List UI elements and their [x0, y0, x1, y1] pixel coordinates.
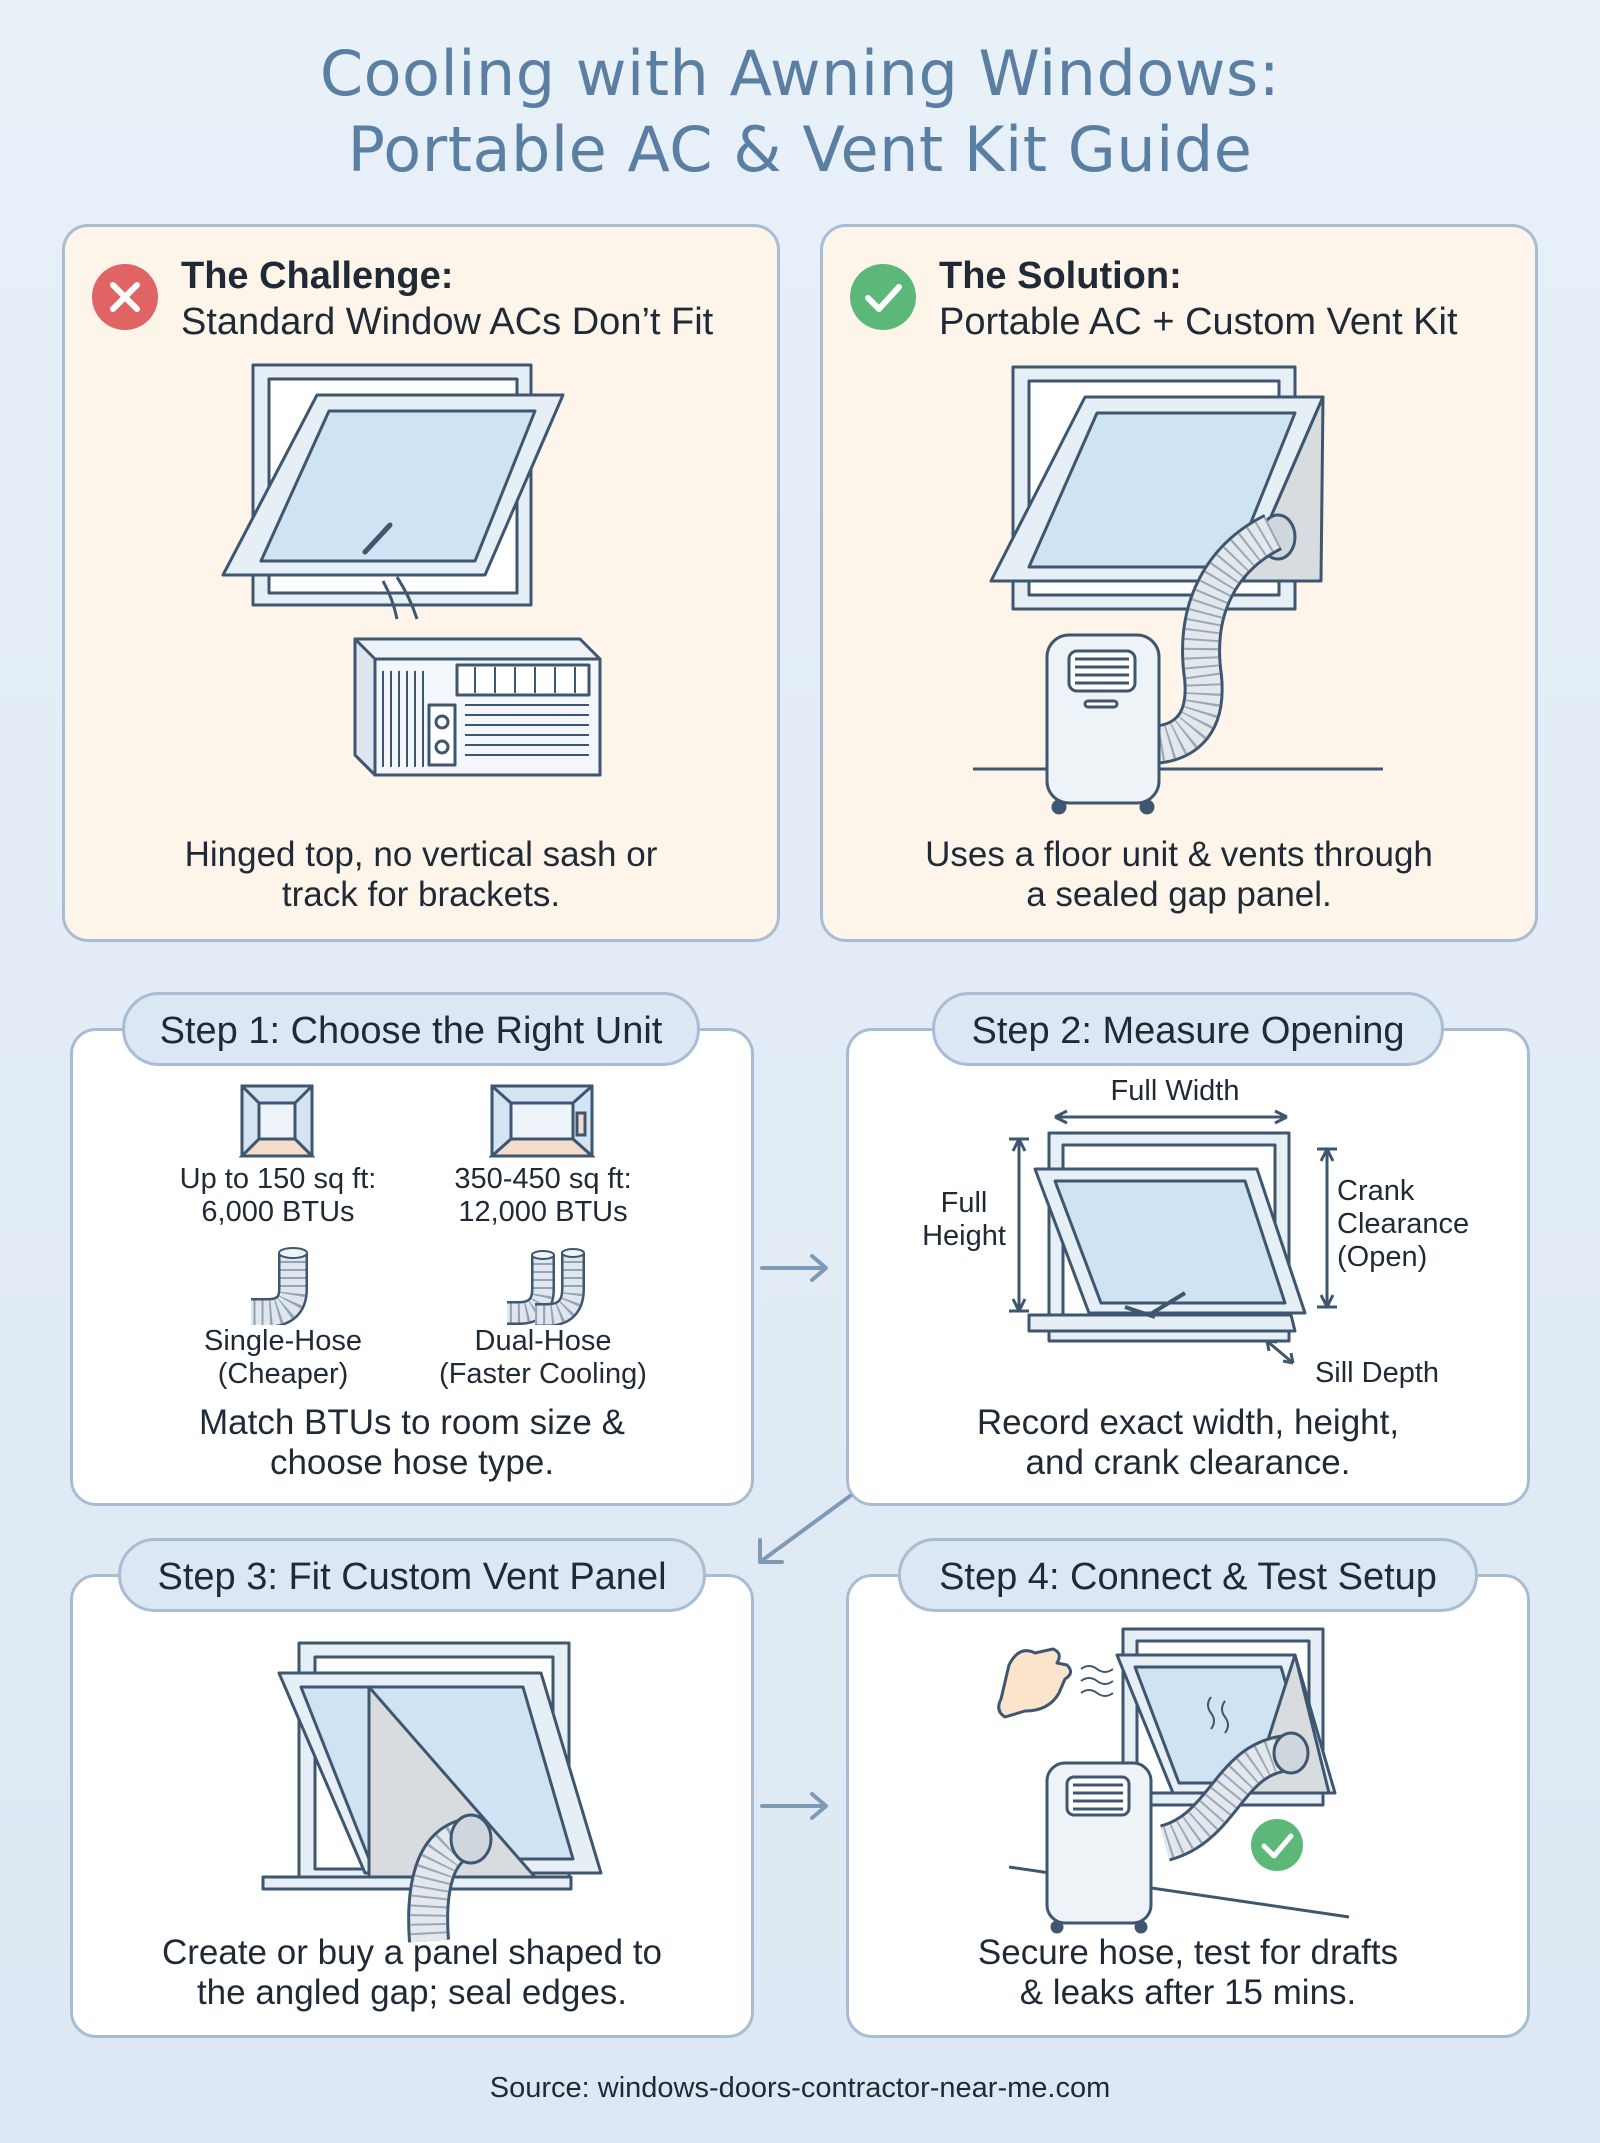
sill-depth-label: Sill Depth	[1314, 1357, 1440, 1389]
small-room-btu: 6,000 BTUs	[201, 1196, 355, 1228]
arrow-step1-to-step2	[760, 1254, 828, 1282]
solution-subheading: Portable AC + Custom Vent Kit	[939, 301, 1458, 343]
solution-heading: The Solution:	[939, 255, 1182, 297]
portable-ac-with-vent-kit-illustration	[973, 365, 1383, 815]
step1-card: Up to 150 sq ft: 6,000 BTUs 350-450 sq f…	[70, 1028, 754, 1506]
step2-caption-line-2: and crank clearance.	[1025, 1443, 1351, 1482]
solution-header: The Solution: Portable AC + Custom Vent …	[939, 253, 1458, 345]
large-room-btu: 12,000 BTUs	[458, 1196, 628, 1228]
small-room-icon	[239, 1084, 315, 1158]
awning-window-with-window-ac-illustration	[221, 363, 602, 777]
single-hose-label: Single-Hose (Cheaper)	[163, 1325, 403, 1391]
measure-opening-diagram	[1009, 1109, 1337, 1365]
full-width-label: Full Width	[1110, 1075, 1240, 1107]
challenge-caption-line-2: track for brackets.	[281, 875, 561, 914]
step3-caption-line-1: Create or buy a panel shaped to	[161, 1933, 663, 1972]
x-circle-icon	[92, 264, 158, 330]
step3-card: Create or buy a panel shaped to the angl…	[70, 1574, 754, 2038]
dual-hose-label: Dual-Hose (Faster Cooling)	[423, 1325, 663, 1391]
title-line-1: Cooling with Awning Windows:	[319, 37, 1281, 110]
step3-title: Step 3: Fit Custom Vent Panel	[118, 1538, 706, 1612]
solution-caption-line-2: a sealed gap panel.	[1026, 875, 1332, 914]
check-circle-icon	[850, 264, 916, 330]
step4-card: Secure hose, test for drafts & leaks aft…	[846, 1574, 1530, 2038]
crank-line-1: Crank	[1337, 1175, 1415, 1207]
step2-card: Full Width Full Height Crank Clearance (…	[846, 1028, 1530, 1506]
step2-caption: Record exact width, height, and crank cl…	[849, 1403, 1527, 1483]
dual-hose-note: (Faster Cooling)	[439, 1358, 647, 1390]
step3-caption: Create or buy a panel shaped to the angl…	[73, 1933, 751, 2013]
step1-caption-line-1: Match BTUs to room size &	[199, 1403, 625, 1442]
challenge-caption: Hinged top, no vertical sash or track fo…	[65, 835, 777, 915]
challenge-heading: The Challenge:	[181, 255, 454, 297]
step4-caption-line-1: Secure hose, test for drafts	[977, 1933, 1399, 1972]
step2-title: Step 2: Measure Opening	[932, 992, 1444, 1066]
single-hose-note: (Cheaper)	[217, 1358, 349, 1390]
dual-hose-icon	[507, 1248, 585, 1325]
step1-caption: Match BTUs to room size & choose hose ty…	[73, 1403, 751, 1483]
step2-caption-line-1: Record exact width, height,	[976, 1403, 1400, 1442]
challenge-card: The Challenge: Standard Window ACs Don’t…	[62, 224, 780, 942]
large-room-label: 350-450 sq ft: 12,000 BTUs	[423, 1163, 663, 1229]
solution-caption: Uses a floor unit & vents through a seal…	[823, 835, 1535, 915]
single-hose-icon	[251, 1247, 308, 1325]
challenge-header: The Challenge: Standard Window ACs Don’t…	[181, 253, 713, 345]
step4-title: Step 4: Connect & Test Setup	[898, 1538, 1478, 1612]
solution-card: The Solution: Portable AC + Custom Vent …	[820, 224, 1538, 942]
step1-caption-line-2: choose hose type.	[269, 1443, 555, 1482]
small-room-area: Up to 150 sq ft:	[179, 1163, 377, 1195]
connect-and-test-illustration	[997, 1627, 1350, 1934]
arrow-step2-to-step3	[758, 1494, 852, 1564]
single-hose-name: Single-Hose	[204, 1325, 362, 1357]
challenge-caption-line-1: Hinged top, no vertical sash or	[184, 835, 658, 874]
full-height-line-1: Full	[940, 1187, 988, 1219]
arrow-step3-to-step4	[760, 1792, 828, 1820]
step4-caption-line-2: & leaks after 15 mins.	[1019, 1973, 1357, 2012]
step3-caption-line-2: the angled gap; seal edges.	[196, 1973, 628, 2012]
title-line-2: Portable AC & Vent Kit Guide	[347, 113, 1253, 186]
full-height-label: Full Height	[909, 1187, 1019, 1253]
step4-caption: Secure hose, test for drafts & leaks aft…	[849, 1933, 1527, 2013]
solution-caption-line-1: Uses a floor unit & vents through	[925, 835, 1433, 874]
crank-line-3: (Open)	[1337, 1241, 1428, 1273]
page-title: Cooling with Awning Windows: Portable AC…	[0, 36, 1600, 188]
small-room-label: Up to 150 sq ft: 6,000 BTUs	[163, 1163, 393, 1229]
vent-panel-illustration	[261, 1641, 603, 1943]
crank-line-2: Clearance	[1337, 1208, 1470, 1240]
step1-title: Step 1: Choose the Right Unit	[122, 992, 700, 1066]
source-credit: Source: windows-doors-contractor-near-me…	[489, 2072, 1111, 2104]
crank-clearance-label: Crank Clearance (Open)	[1337, 1175, 1469, 1274]
full-height-line-2: Height	[922, 1220, 1006, 1252]
large-room-area: 350-450 sq ft:	[454, 1163, 632, 1195]
dual-hose-name: Dual-Hose	[474, 1325, 612, 1357]
challenge-subheading: Standard Window ACs Don’t Fit	[181, 301, 714, 343]
large-room-icon	[489, 1084, 595, 1158]
